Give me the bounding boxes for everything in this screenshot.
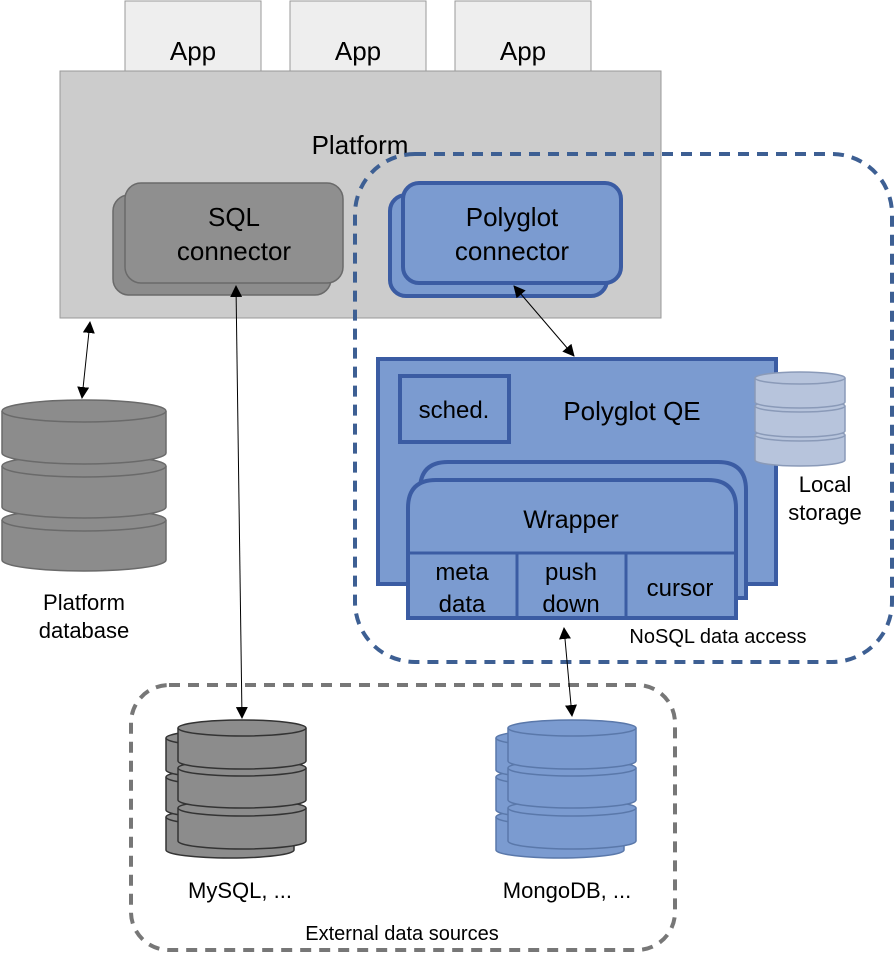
wrapper: Wrapper meta data push down cursor <box>406 478 738 620</box>
wrapper-label: Wrapper <box>523 506 618 534</box>
scheduler-box: sched. <box>398 374 511 444</box>
mysql-label: MySQL, ... <box>188 878 292 903</box>
wrapper-cell-pushdown-line2: down <box>542 591 599 618</box>
nosql-region-label: NoSQL data access <box>629 626 806 648</box>
platform-label: Platform <box>312 130 409 160</box>
app-label: App <box>170 36 216 66</box>
nosql-region: NoSQL data access <box>353 152 894 664</box>
mongodb-label: MongoDB, ... <box>503 878 631 903</box>
platform-database-label-line1: Platform <box>43 590 125 615</box>
local-storage-icon: Local storage <box>754 371 862 525</box>
external-sources-region: External data sources <box>129 683 677 952</box>
app-label: App <box>500 36 546 66</box>
wrapper-cell-cursor: cursor <box>647 575 714 602</box>
polyglot-connector-label-line1: Polyglot <box>466 202 559 232</box>
mysql-database-icon: MySQL, ... <box>165 719 307 903</box>
platform-database-label-line2: database <box>39 618 130 643</box>
local-storage-label-line2: storage <box>788 500 861 525</box>
app-label: App <box>335 36 381 66</box>
mongodb-database-icon: MongoDB, ... <box>495 719 637 903</box>
wrapper-cell-metadata-line1: meta <box>435 559 489 586</box>
external-sources-label: External data sources <box>305 923 498 945</box>
sql-connector: SQL connector <box>112 182 344 296</box>
arrow-platform-to-database <box>77 321 95 399</box>
platform-database-icon: Platform database <box>1 399 167 643</box>
local-storage-label-line1: Local <box>799 472 852 497</box>
polyglot-connector-label-line2: connector <box>455 236 570 266</box>
scheduler-label: sched. <box>419 397 490 424</box>
arrow-wrapper-to-mongodb <box>559 627 577 717</box>
wrapper-cell-pushdown-line1: push <box>545 559 597 586</box>
arrow-sql-connector-to-mysql <box>230 285 248 719</box>
arrow-polyglot-connector-to-qe <box>513 285 575 357</box>
sql-connector-label-line1: SQL <box>208 202 260 232</box>
polyglot-qe-label: Polyglot QE <box>563 396 700 426</box>
polyglot-connector: Polyglot connector <box>388 181 623 298</box>
sql-connector-label-line2: connector <box>177 236 292 266</box>
wrapper-cell-metadata-line2: data <box>439 591 486 618</box>
